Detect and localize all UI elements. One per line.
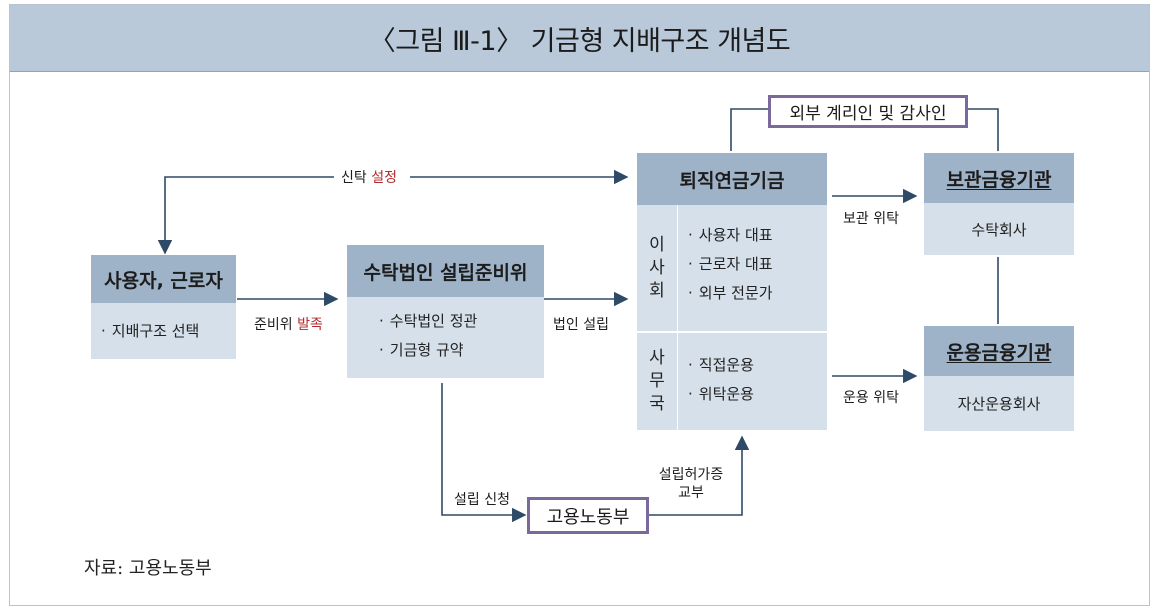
- office-label-char: 국: [649, 394, 665, 414]
- committee-body: 수탁법인 정관 기금형 규약: [347, 297, 544, 378]
- employer-header: 사용자, 근로자: [91, 255, 236, 303]
- auditor-box: 외부 계리인 및 감사인: [768, 95, 968, 128]
- board-label-char: 회: [649, 280, 665, 301]
- connector-lines: [157, 108, 999, 523]
- custodian-header: 보관금융기관: [924, 153, 1074, 203]
- committee-header: 수탁법인 설립준비위: [347, 245, 544, 297]
- committee-list: 수탁법인 정관 기금형 규약: [379, 307, 544, 365]
- committee-item: 수탁법인 정관: [379, 307, 544, 336]
- apply-label: 설립 신청: [454, 492, 510, 508]
- prep-text: 준비위: [254, 317, 298, 333]
- permit-label: 설립허가증 교부: [651, 466, 731, 502]
- board-item: 근로자 대표: [688, 250, 773, 279]
- apply-arrow: [441, 383, 527, 523]
- corp-setup-label: 법인 설립: [553, 317, 609, 333]
- prep-highlight: 발족: [297, 317, 323, 333]
- permit-line-2: 교부: [678, 485, 704, 501]
- board-item: 외부 전문가: [688, 279, 773, 308]
- diagram-frame: 〈그림 Ⅲ-1〉 기금형 지배구조 개념도: [9, 4, 1150, 606]
- employer-item: 지배구조 선택: [101, 317, 236, 346]
- custodian-body: 수탁회사: [924, 203, 1074, 255]
- permit-line-1: 설립허가증: [658, 467, 724, 483]
- source-note: 자료: 고용노동부: [84, 558, 212, 579]
- office-label-char: 사: [649, 348, 665, 368]
- board-label-char: 이: [649, 234, 665, 255]
- asset-manager-header: 운용금융기관: [924, 326, 1074, 376]
- asset-manager-header-text: 운용금융기관: [946, 341, 1052, 364]
- board-list: 사용자 대표 근로자 대표 외부 전문가: [688, 221, 773, 308]
- office-item: 위탁운용: [688, 380, 754, 409]
- committee-item: 기금형 규약: [379, 336, 544, 365]
- permit-arrow: [649, 435, 750, 516]
- board-label-char: 사: [649, 257, 665, 278]
- diagram-title: 〈그림 Ⅲ-1〉 기금형 지배구조 개념도: [10, 5, 1149, 72]
- employer-body: 지배구조 선택: [91, 303, 236, 359]
- custody-trust-label: 보관 위탁: [843, 211, 899, 227]
- office-list: 직접운용 위탁운용: [688, 351, 754, 409]
- asset-manager-body: 자산운용회사: [924, 376, 1074, 431]
- prep-label: 준비위 발족: [254, 314, 323, 334]
- trust-setup-text: 신탁: [341, 170, 372, 186]
- custodian-header-text: 보관금융기관: [946, 168, 1052, 191]
- board-item: 사용자 대표: [688, 221, 773, 250]
- fund-header: 퇴직연금기금: [637, 153, 827, 205]
- office-item: 직접운용: [688, 351, 754, 380]
- office-label-char: 무: [649, 371, 665, 391]
- trust-setup-label: 신탁 설정: [339, 167, 399, 187]
- employer-list: 지배구조 선택: [101, 317, 236, 346]
- trust-setup-line-left: [157, 176, 334, 255]
- auditor-line: [730, 108, 999, 151]
- operation-trust-label: 운용 위탁: [843, 390, 899, 406]
- trust-setup-highlight: 설정: [371, 170, 397, 186]
- fund-board-section: 이 사 회 사용자 대표 근로자 대표 외부 전문가: [637, 205, 827, 331]
- board-label: 이 사 회: [637, 205, 678, 331]
- ministry-box: 고용노동부: [527, 497, 649, 534]
- office-label: 사 무 국: [637, 333, 678, 430]
- fund-office-section: 사 무 국 직접운용 위탁운용: [637, 333, 827, 430]
